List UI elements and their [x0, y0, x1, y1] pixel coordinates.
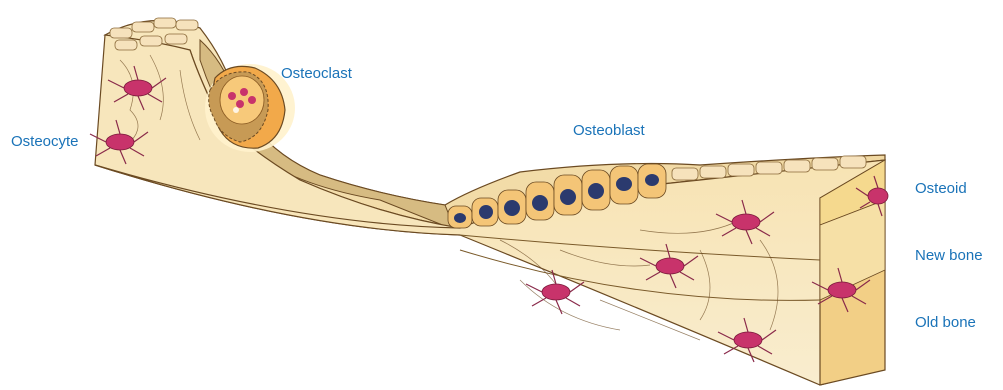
osteoblast-label: Osteoblast [573, 122, 645, 139]
osteoblast-cell [554, 175, 582, 215]
osteoblast-cell [472, 198, 498, 226]
osteocyte-label: Osteocyte [11, 133, 79, 150]
osteoblast-cell [638, 164, 666, 198]
new-bone-label: New bone [915, 247, 983, 264]
osteoid-label: Osteoid [915, 180, 967, 197]
osteoblast-cell [448, 206, 472, 228]
osteoblast-cell [526, 182, 554, 220]
osteoclast-label: Osteoclast [281, 65, 352, 82]
osteoblast-cell [498, 190, 526, 224]
osteoblast-cell [610, 166, 638, 204]
osteoblast-cell [582, 170, 610, 210]
old-bone-label: Old bone [915, 314, 976, 331]
